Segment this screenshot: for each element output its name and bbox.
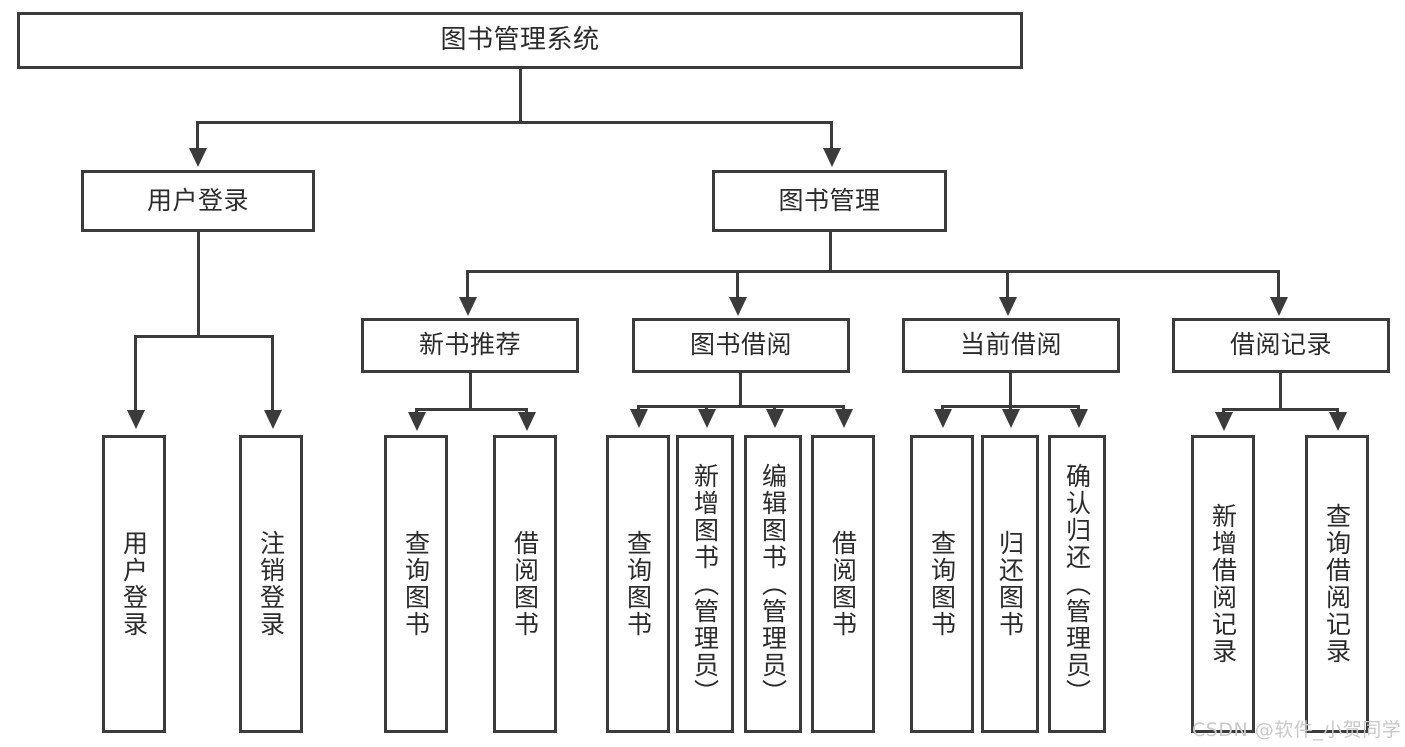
node-label: 借阅记录 [1229,330,1332,360]
edge-drop-new-book [466,270,469,300]
leaf-logout[interactable]: 注销登录 [239,435,303,733]
node-label: 新增图书（管理员） [690,462,720,706]
node-label: 新增借阅记录 [1208,503,1238,665]
node-user-login[interactable]: 用户登录 [81,170,315,232]
arrowhead-nb-query [408,412,426,431]
arrowhead-cb-confirm [1070,409,1088,428]
node-current-borrow[interactable]: 当前借阅 [902,318,1120,373]
node-label: 新书推荐 [418,330,521,360]
node-label: 编辑图书（管理员） [758,462,788,706]
leaf-current-query[interactable]: 查询图书 [910,435,974,733]
leaf-book-edit-admin[interactable]: 编辑图书（管理员） [744,435,802,733]
arrowhead-new-book [459,297,477,316]
edge-level3-bus [466,270,1280,273]
node-label: 查询图书 [927,530,957,638]
node-new-book-recommend[interactable]: 新书推荐 [361,318,579,373]
node-root-book-management-system[interactable]: 图书管理系统 [17,12,1023,69]
edge-drop-current-borrow [1006,270,1009,300]
leaf-current-return[interactable]: 归还图书 [981,435,1039,733]
leaf-book-borrow-action[interactable]: 借阅图书 [811,435,875,733]
arrowhead-borrow-record [1270,297,1288,316]
leaf-new-book-query[interactable]: 查询图书 [384,435,448,733]
node-label: 确认归还（管理员） [1062,462,1092,706]
csdn-watermark: CSDN @软件_小贺同学 [1192,719,1402,741]
node-label: 图书借阅 [689,330,792,360]
edge-drop-leaf-user-login [134,335,137,413]
node-label: 查询借阅记录 [1322,503,1352,665]
edge-current-borrow-stem [1009,373,1012,408]
arrowhead-br-query [1329,412,1347,431]
arrowhead-bb-add [698,409,716,428]
arrowhead-bb-query [630,409,648,428]
leaf-book-add-admin[interactable]: 新增图书（管理员） [676,435,734,733]
arrowhead-book-borrow [729,297,747,316]
edge-book-borrow-bus [637,405,845,408]
arrowhead-book-management [823,148,841,167]
node-label: 注销登录 [256,530,286,638]
edge-book-management-stem [829,232,832,273]
edge-new-book-bus [415,408,528,411]
arrowhead-user-login [189,148,207,167]
arrowhead-leaf-logout [264,410,282,429]
edge-drop-book-management [830,121,833,151]
node-label: 当前借阅 [959,330,1062,360]
node-label: 查询图书 [401,530,431,638]
edge-borrow-record-bus [1222,408,1339,411]
edge-drop-leaf-logout [271,335,274,413]
arrowhead-nb-borrow [518,412,536,431]
node-label: 归还图书 [995,530,1025,638]
edge-book-borrow-stem [739,373,742,408]
edge-user-login-bus [134,335,274,338]
node-label: 用户登录 [146,185,249,215]
leaf-current-confirm-admin[interactable]: 确认归还（管理员） [1048,435,1106,733]
edge-drop-user-login [196,121,199,151]
leaf-record-query[interactable]: 查询借阅记录 [1305,435,1369,733]
node-label: 用户登录 [119,530,149,638]
node-book-management[interactable]: 图书管理 [712,170,947,232]
edge-user-login-stem [197,232,200,338]
edge-level2-bus [196,121,833,124]
edge-borrow-record-stem [1279,373,1282,411]
arrowhead-bb-borrow [835,409,853,428]
edge-new-book-stem [469,373,472,411]
edge-root-stem [519,69,522,121]
leaf-user-login[interactable]: 用户登录 [102,435,166,733]
leaf-book-borrow-query[interactable]: 查询图书 [606,435,670,733]
arrowhead-leaf-user-login [127,410,145,429]
edge-drop-book-borrow [736,270,739,300]
node-book-borrow[interactable]: 图书借阅 [632,318,850,373]
arrowhead-br-add [1215,412,1233,431]
node-label: 图书管理 [778,185,881,215]
node-label: 图书管理系统 [440,24,600,55]
edge-drop-borrow-record [1277,270,1280,300]
arrowhead-bb-edit [766,409,784,428]
arrowhead-cb-return [1002,409,1020,428]
leaf-new-book-borrow[interactable]: 借阅图书 [493,435,557,733]
arrowhead-current-borrow [999,297,1017,316]
node-label: 查询图书 [623,530,653,638]
arrowhead-cb-query [934,409,952,428]
node-label: 借阅图书 [828,530,858,638]
leaf-record-add[interactable]: 新增借阅记录 [1191,435,1255,733]
node-label: 借阅图书 [510,530,540,638]
node-borrow-record[interactable]: 借阅记录 [1172,318,1390,373]
